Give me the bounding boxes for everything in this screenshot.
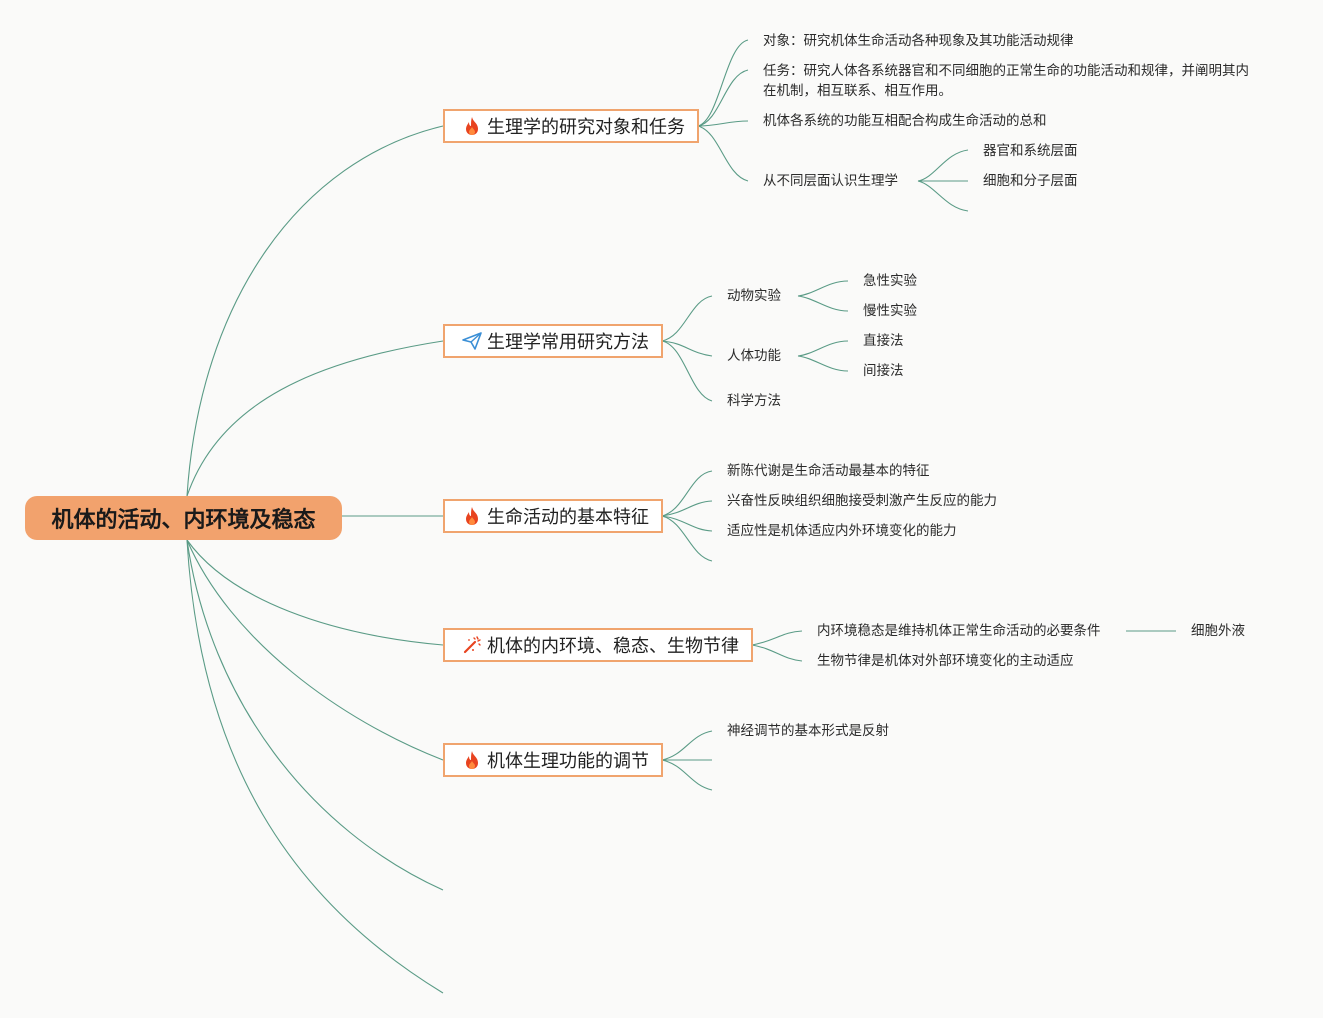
leaf-human-function[interactable]: 人体功能	[727, 348, 781, 364]
root-topic[interactable]: 机体的活动、内环境及稳态	[25, 496, 342, 540]
paper-plane-icon	[461, 330, 483, 352]
leaf-metabolism[interactable]: 新陈代谢是生命活动最基本的特征	[727, 463, 930, 479]
topic-label: 生理学常用研究方法	[487, 332, 649, 353]
leaf-homeostasis[interactable]: 内环境稳态是维持机体正常生命活动的必要条件	[817, 623, 1101, 639]
link-root-topic1	[186, 125, 444, 497]
link-root-topic7-empty	[186, 539, 444, 994]
fire-icon	[461, 505, 483, 527]
leaf-indirect-method[interactable]: 间接法	[863, 363, 904, 379]
topic-label: 机体的内环境、稳态、生物节律	[487, 636, 739, 657]
leaf-task[interactable]: 任务：研究人体各系统器官和不同细胞的正常生命的功能活动和规律，并阐明其内在机制，…	[763, 63, 1249, 99]
leaf-levels[interactable]: 从不同层面认识生理学	[763, 173, 898, 189]
leaf-animal-experiment[interactable]: 动物实验	[727, 288, 781, 304]
link-root-topic5	[186, 539, 444, 761]
leaf-scientific-method[interactable]: 科学方法	[727, 393, 781, 409]
leaf-acute-experiment[interactable]: 急性实验	[863, 273, 917, 289]
fire-icon	[461, 115, 483, 137]
leaf-direct-method[interactable]: 直接法	[863, 333, 904, 349]
link-root-topic2	[186, 340, 444, 497]
topic-label: 机体生理功能的调节	[487, 751, 649, 772]
topic-research-object-and-task[interactable]: 生理学的研究对象和任务	[443, 109, 699, 143]
topic-label: 生命活动的基本特征	[487, 507, 649, 528]
topic-research-methods[interactable]: 生理学常用研究方法	[443, 324, 663, 358]
leaf-organ-level[interactable]: 器官和系统层面	[983, 143, 1078, 159]
leaf-biological-rhythm[interactable]: 生物节律是机体对外部环境变化的主动适应	[817, 653, 1074, 669]
magic-wand-icon	[461, 634, 483, 656]
leaf-chronic-experiment[interactable]: 慢性实验	[863, 303, 917, 319]
fire-icon	[461, 749, 483, 771]
leaf-excitability[interactable]: 兴奋性反映组织细胞接受刺激产生反应的能力	[727, 493, 997, 509]
topic-label: 生理学的研究对象和任务	[487, 117, 685, 138]
leaf-object[interactable]: 对象：研究机体生命活动各种现象及其功能活动规律	[763, 33, 1074, 49]
topic-basic-features[interactable]: 生命活动的基本特征	[443, 499, 663, 533]
leaf-adaptability[interactable]: 适应性是机体适应内外环境变化的能力	[727, 523, 957, 539]
topic-function-regulation[interactable]: 机体生理功能的调节	[443, 743, 663, 777]
leaf-extracellular-fluid[interactable]: 细胞外液	[1191, 623, 1245, 639]
root-topic-label: 机体的活动、内环境及稳态	[51, 508, 316, 533]
leaf-cell-level[interactable]: 细胞和分子层面	[983, 173, 1078, 189]
topic-internal-environment[interactable]: 机体的内环境、稳态、生物节律	[443, 628, 753, 662]
link-root-topic6-empty	[186, 539, 444, 891]
leaf-reflex[interactable]: 神经调节的基本形式是反射	[727, 723, 889, 739]
link-root-topic4	[186, 539, 444, 646]
leaf-sum[interactable]: 机体各系统的功能互相配合构成生命活动的总和	[763, 113, 1047, 129]
